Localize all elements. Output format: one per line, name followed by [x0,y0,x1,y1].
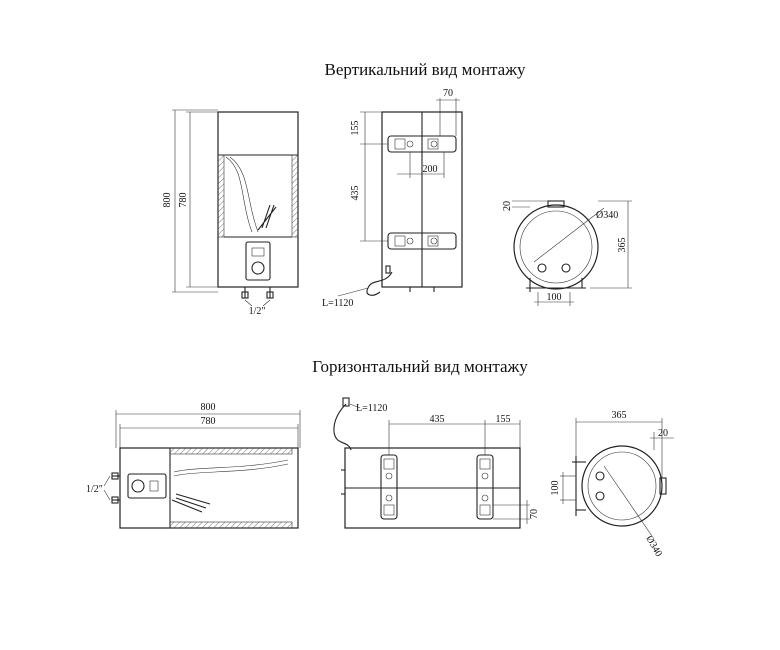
vertical-back-view: L=1120 155 435 200 70 [322,88,463,309]
h-back-end-offset: 155 [496,414,511,425]
v-side-depth: 365 [617,238,628,253]
v-back-cable-length: L=1120 [322,298,353,309]
h-side-diameter: Ø340 [643,534,664,559]
v-back-edge-offset: 70 [443,88,453,99]
vertical-front-view: 800 780 1/2" [162,109,299,317]
h-front-length-body: 780 [201,416,216,427]
horizontal-title: Горизонтальний вид монтажу [312,357,528,376]
h-back-edge-offset: 70 [529,509,540,519]
v-side-top-offset: 20 [502,201,513,211]
horizontal-front-view: 1/2" 800 780 [86,402,301,529]
h-front-length-total: 800 [201,402,216,413]
v-front-height-total: 800 [162,193,173,208]
h-back-bracket-spacing: 435 [430,414,445,425]
h-front-pipe-size: 1/2" [86,484,103,495]
horizontal-side-view: 365 20 100 Ø340 [550,410,674,559]
v-back-bracket-spacing: 435 [350,186,361,201]
vertical-side-view: 20 Ø340 365 100 [502,200,632,306]
v-front-height-body: 780 [178,193,189,208]
v-side-diameter: Ø340 [596,210,618,221]
h-side-depth: 365 [612,410,627,421]
v-back-top-offset: 155 [350,121,361,136]
horizontal-back-view: L=1120 435 155 70 [333,397,540,529]
h-back-cable-length: L=1120 [356,403,387,414]
v-side-base-width: 100 [547,292,562,303]
v-back-hook-width: 200 [423,164,438,175]
h-side-base-width: 100 [550,481,561,496]
v-front-pipe-size: 1/2" [249,306,266,317]
h-side-top-offset: 20 [658,428,668,439]
vertical-title: Вертикальний вид монтажу [325,60,526,79]
